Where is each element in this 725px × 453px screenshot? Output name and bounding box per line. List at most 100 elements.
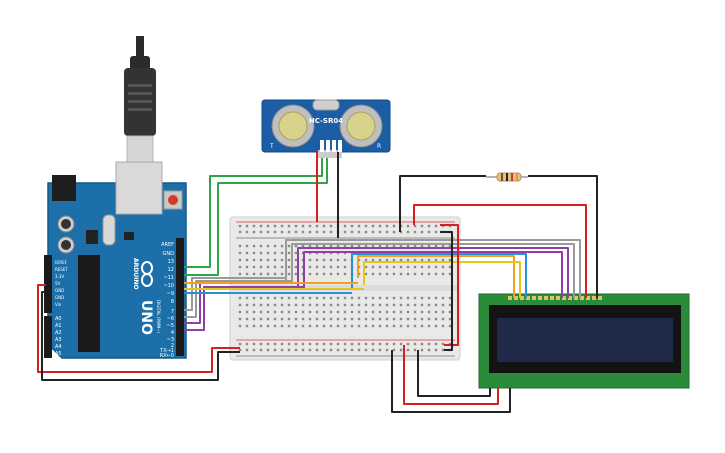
breadboard-hole bbox=[301, 296, 305, 300]
breadboard-hole bbox=[287, 310, 291, 314]
breadboard-hole bbox=[301, 224, 305, 228]
breadboard-hole bbox=[350, 303, 354, 307]
breadboard-hole bbox=[252, 224, 256, 228]
breadboard-hole bbox=[266, 224, 270, 228]
wire-red-5v bbox=[37, 284, 240, 373]
lcd-pin bbox=[520, 296, 524, 300]
breadboard-hole bbox=[413, 296, 417, 300]
breadboard-hole bbox=[315, 303, 319, 307]
breadboard-hole bbox=[322, 324, 326, 328]
breadboard-hole bbox=[343, 244, 347, 248]
pin-label-a3: A3 bbox=[55, 337, 62, 343]
breadboard-hole bbox=[336, 303, 340, 307]
breadboard-hole bbox=[427, 303, 431, 307]
breadboard-hole bbox=[294, 258, 298, 262]
lcd-pin bbox=[592, 296, 596, 300]
breadboard-hole bbox=[378, 224, 382, 228]
breadboard-hole bbox=[378, 258, 382, 262]
breadboard-hole bbox=[413, 272, 417, 276]
breadboard-hole bbox=[280, 244, 284, 248]
breadboard-hole bbox=[336, 296, 340, 300]
breadboard-hole bbox=[238, 251, 242, 255]
breadboard-hole bbox=[336, 348, 340, 352]
breadboard-hole bbox=[385, 348, 389, 352]
breadboard-hole bbox=[448, 303, 452, 307]
breadboard-hole bbox=[287, 230, 291, 234]
digital-header bbox=[176, 238, 184, 356]
breadboard-hole bbox=[420, 310, 424, 314]
breadboard-hole bbox=[378, 342, 382, 346]
lcd-pin bbox=[538, 296, 542, 300]
breadboard-hole bbox=[385, 303, 389, 307]
breadboard-hole bbox=[329, 296, 333, 300]
breadboard-hole bbox=[259, 310, 263, 314]
breadboard-hole bbox=[245, 230, 249, 234]
breadboard-hole bbox=[378, 230, 382, 234]
breadboard-hole bbox=[259, 251, 263, 255]
breadboard-hole bbox=[371, 224, 375, 228]
pin-label-ioref: IOREF bbox=[55, 260, 68, 265]
breadboard-hole bbox=[280, 265, 284, 269]
breadboard-hole bbox=[280, 324, 284, 328]
arduino-uno-board: ARDUINO UNO DIGITAL (PWM~) AREF GND 13 1… bbox=[44, 161, 187, 359]
breadboard-hole bbox=[448, 244, 452, 248]
breadboard-hole bbox=[420, 272, 424, 276]
breadboard-hole bbox=[308, 265, 312, 269]
breadboard-hole bbox=[315, 244, 319, 248]
breadboard-hole bbox=[364, 272, 368, 276]
breadboard-hole bbox=[420, 317, 424, 321]
breadboard-hole bbox=[413, 348, 417, 352]
breadboard-hole bbox=[350, 324, 354, 328]
breadboard-hole bbox=[371, 244, 375, 248]
breadboard-hole bbox=[385, 272, 389, 276]
breadboard-hole bbox=[322, 244, 326, 248]
pin-label-3: ~3 bbox=[167, 337, 174, 343]
breadboard-hole bbox=[441, 244, 445, 248]
breadboard-hole bbox=[385, 224, 389, 228]
breadboard-hole bbox=[378, 303, 382, 307]
breadboard-hole bbox=[273, 317, 277, 321]
breadboard-hole bbox=[364, 244, 368, 248]
breadboard-hole bbox=[434, 230, 438, 234]
pin-label-7: 7 bbox=[171, 309, 174, 315]
breadboard-hole bbox=[441, 342, 445, 346]
pin-label-tx: TX→1 bbox=[159, 348, 174, 354]
power-jack bbox=[52, 175, 76, 201]
lcd-pin bbox=[586, 296, 590, 300]
breadboard-hole bbox=[441, 265, 445, 269]
wire-purple-b bbox=[184, 286, 304, 331]
breadboard-hole bbox=[371, 303, 375, 307]
microcontroller-chip bbox=[78, 255, 100, 352]
pin-label-6: ~6 bbox=[167, 316, 174, 322]
breadboard-hole bbox=[406, 224, 410, 228]
breadboard-hole bbox=[294, 324, 298, 328]
breadboard-hole bbox=[252, 296, 256, 300]
arduino-logo-icon bbox=[141, 261, 153, 287]
breadboard-hole bbox=[336, 310, 340, 314]
breadboard-hole bbox=[322, 317, 326, 321]
breadboard-hole bbox=[441, 303, 445, 307]
breadboard-hole bbox=[287, 348, 291, 352]
breadboard-hole bbox=[406, 230, 410, 234]
breadboard-hole bbox=[434, 317, 438, 321]
breadboard-hole bbox=[343, 317, 347, 321]
breadboard-hole bbox=[413, 230, 417, 234]
breadboard-hole bbox=[322, 303, 326, 307]
breadboard-hole bbox=[406, 348, 410, 352]
breadboard-hole bbox=[329, 348, 333, 352]
breadboard-hole bbox=[427, 265, 431, 269]
breadboard-hole bbox=[343, 230, 347, 234]
lcd-pin bbox=[580, 296, 584, 300]
breadboard-hole bbox=[301, 348, 305, 352]
breadboard-hole bbox=[308, 348, 312, 352]
pin-label-reset: RESET bbox=[55, 267, 68, 272]
breadboard-hole bbox=[392, 244, 396, 248]
wire-black-top bbox=[399, 175, 486, 232]
breadboard-hole bbox=[413, 303, 417, 307]
lcd-pin bbox=[544, 296, 548, 300]
breadboard-hole bbox=[245, 342, 249, 346]
breadboard-hole bbox=[399, 272, 403, 276]
breadboard-hole bbox=[364, 258, 368, 262]
breadboard-hole bbox=[448, 310, 452, 314]
breadboard-hole bbox=[406, 342, 410, 346]
